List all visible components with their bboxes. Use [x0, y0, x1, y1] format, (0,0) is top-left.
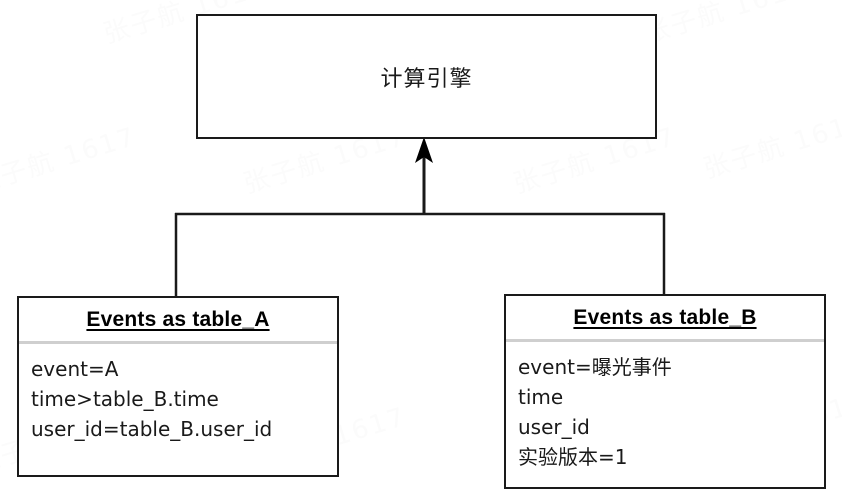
table-b-field: 实验版本=1 [518, 445, 628, 469]
table-b-fields: event=曝光事件 time user_id 实验版本=1 [506, 342, 824, 487]
arrow-head-icon [415, 137, 433, 163]
table-a-fields: event=A time>table_B.time user_id=table_… [19, 344, 337, 475]
compute-engine-label: 计算引擎 [380, 66, 473, 92]
table-b-field: user_id [518, 415, 590, 439]
table-a-field: time>table_B.time [31, 387, 219, 411]
table-b-field: event=曝光事件 [518, 355, 672, 379]
compute-engine-node[interactable]: 计算引擎 [196, 14, 657, 139]
table-b-header: Events as table_B [506, 296, 824, 342]
table-b-node[interactable]: Events as table_B event=曝光事件 time user_i… [504, 294, 826, 489]
table-b-header-label: Events as table_B [573, 305, 757, 329]
table-a-header-label: Events as table_A [86, 307, 270, 331]
table-a-field: event=A [31, 357, 119, 381]
table-b-field: time [518, 385, 564, 409]
table-a-node[interactable]: Events as table_A event=A time>table_B.t… [17, 296, 339, 477]
table-a-header: Events as table_A [19, 298, 337, 344]
table-a-field: user_id=table_B.user_id [31, 417, 273, 441]
